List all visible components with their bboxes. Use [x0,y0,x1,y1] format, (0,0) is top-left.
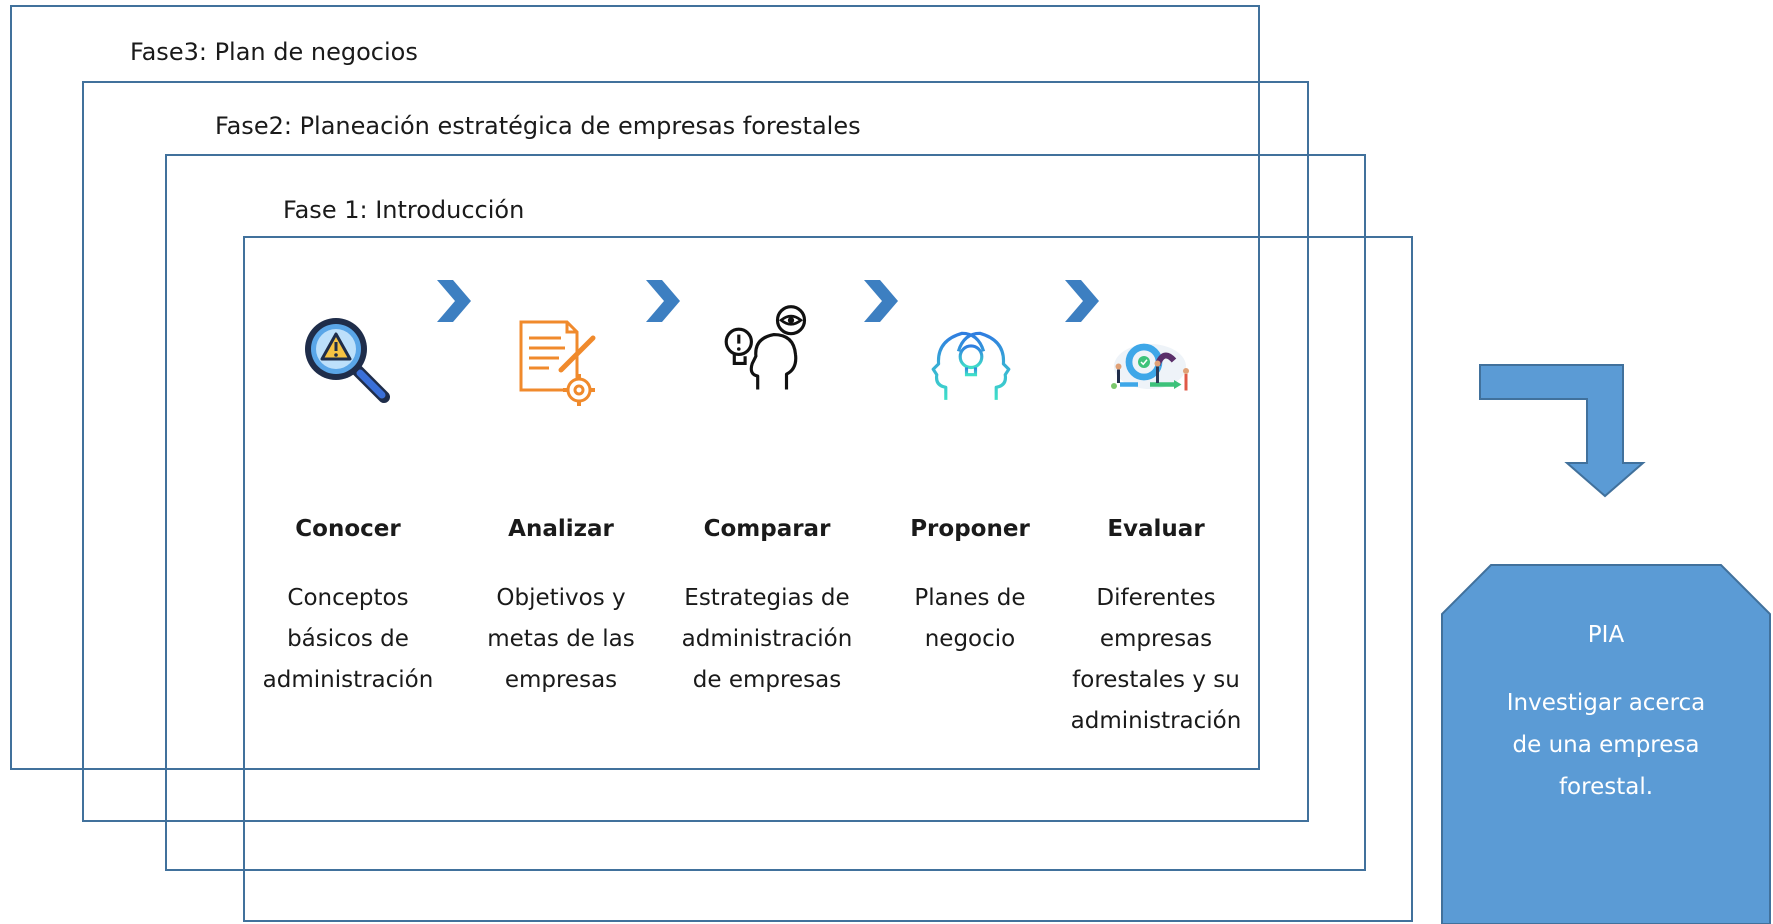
chevron-right-icon [864,280,898,322]
phase1-frame [165,154,1366,871]
magnifier-warning-icon [305,318,390,403]
phase3-frame [10,5,1260,770]
step-title-evaluar: Evaluar [1107,516,1205,542]
step-title-comparar: Comparar [703,516,831,542]
pia-title: PIA [1587,622,1625,648]
team-cycle-icon [1111,343,1189,391]
content-frame [243,236,1413,922]
bent-down-arrow-icon [1479,364,1646,498]
head-compare-icon [724,305,807,390]
pia-box [1441,564,1771,924]
step-title-analizar: Analizar [508,516,614,542]
document-gear-icon [519,320,596,406]
chevron-right-icon [1065,280,1099,322]
phase3-label: Fase3: Plan de negocios [130,38,418,66]
step-title-conocer: Conocer [295,516,401,542]
lightbulb-heads-icon [931,331,1011,400]
phase2-frame [82,81,1309,822]
phase2-label: Fase2: Planeación estratégica de empresa… [215,112,861,140]
phase1-label: Fase 1: Introducción [283,196,525,224]
step-title-proponer: Proponer [910,516,1030,542]
chevron-right-icon [646,280,680,322]
chevron-right-icon [437,280,471,322]
